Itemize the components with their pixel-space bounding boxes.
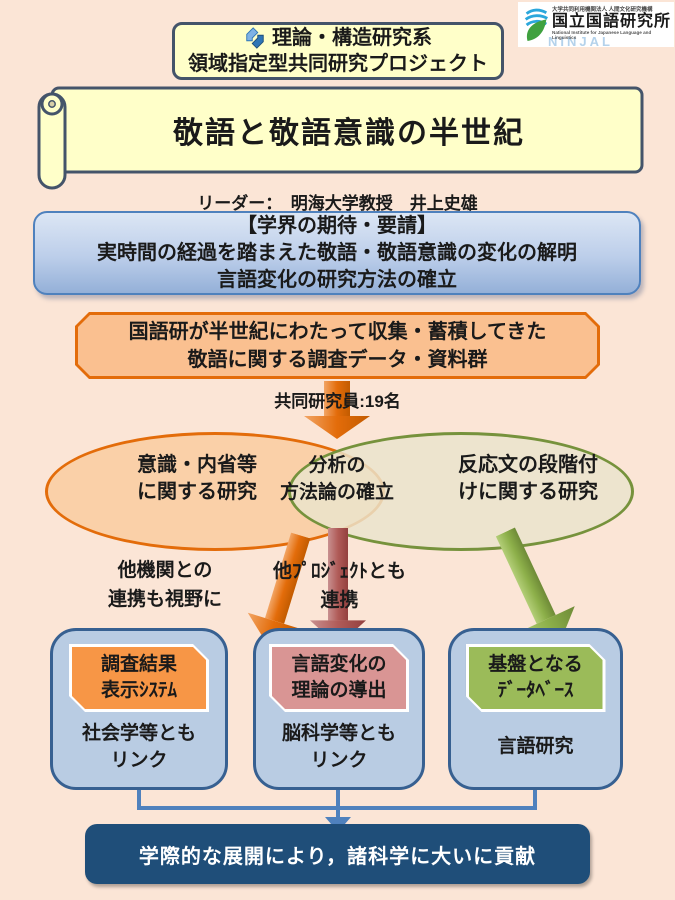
badge-database: 基盤となる ﾃﾞｰﾀﾍﾞｰｽ — [466, 644, 606, 712]
outcome-sub-linguistics: 言語研究 — [497, 736, 574, 757]
connector-lines — [137, 790, 537, 832]
ninjal-logo: NINJAL 大学共同利用機関法人 人間文化研究機構 国立国語研究所 Natio… — [518, 2, 674, 47]
leaf-waves-icon — [524, 8, 548, 41]
logo-org-main: 国立国語研究所 — [552, 13, 672, 31]
data-box-line2: 敬語に関する調査データ・資料群 — [187, 348, 488, 371]
project-type-header: 理論・構造研究系 領域指定型共同研究プロジェクト — [172, 22, 504, 80]
header-line1: 理論・構造研究系 — [272, 27, 432, 49]
leader-line: リーダー： 明海大学教授 井上史雄 — [197, 194, 478, 213]
expectation-line1: 【学界の期待・要請】 — [237, 214, 437, 237]
label-other-institutions: 他機関との 連携も視野に — [107, 560, 222, 610]
venn-right-label: 反応文の段階付 けに関する研究 — [458, 454, 598, 503]
badge-survey-display: 調査結果 表示ｼｽﾃﾑ — [69, 644, 209, 712]
project-series-icon — [246, 27, 264, 49]
ninjal-watermark: NINJAL — [548, 34, 613, 47]
outcome-box-language-change-theory: 言語変化の 理論の導出 脳科学等とも リンク — [253, 628, 425, 790]
outcome-sub-sociology: 社会学等とも リンク — [81, 722, 196, 771]
data-resources-box: 国語研が半世紀にわたって収集・蓄積してきた 敬語に関する調査データ・資料群 — [75, 312, 600, 379]
logo-org-en: National Institute for Japanese Language… — [552, 29, 652, 40]
outcome-box-survey-display: 調査結果 表示ｼｽﾃﾑ 社会学等とも リンク — [50, 628, 228, 790]
outcome-sub-neuroscience: 脳科学等とも リンク — [281, 722, 396, 771]
header-line2: 領域指定型共同研究プロジェクト — [188, 53, 488, 75]
label-other-projects: 他ﾌﾟﾛｼﾞｪｸﾄとも 連携 — [272, 561, 406, 611]
scroll-shape — [37, 86, 644, 190]
members-down-arrow — [304, 381, 370, 439]
venn-ellipse-responses — [288, 432, 634, 551]
expectation-box: 【学界の期待・要請】 実時間の経過を踏まえた敬語・敬語意識の変化の解明 言語変化… — [33, 211, 641, 295]
badge-language-change: 言語変化の 理論の導出 — [269, 644, 409, 712]
logo-org-small: 大学共同利用機関法人 人間文化研究機構 — [552, 7, 653, 14]
venn-left-label: 意識・内省等 に関する研究 — [137, 454, 257, 503]
project-title: 敬語と敬語意識の半世紀 — [173, 117, 525, 150]
venn-center-label: 分析の 方法論の確立 — [279, 455, 394, 503]
expectation-line3: 言語変化の研究方法の確立 — [217, 268, 457, 291]
title-scroll-banner: 敬語と敬語意識の半世紀 — [36, 84, 646, 192]
outcome-box-database: 基盤となる ﾃﾞｰﾀﾍﾞｰｽ 言語研究 — [448, 628, 623, 790]
members-count: 共同研究員:19名 — [274, 392, 401, 411]
expectation-line2: 実時間の経過を踏まえた敬語・敬語意識の変化の解明 — [97, 241, 577, 264]
conclusion-bar: 学際的な展開により，諸科学に大いに貢献 — [85, 824, 590, 884]
data-box-line1: 国語研が半世紀にわたって収集・蓄積してきた — [128, 320, 547, 343]
